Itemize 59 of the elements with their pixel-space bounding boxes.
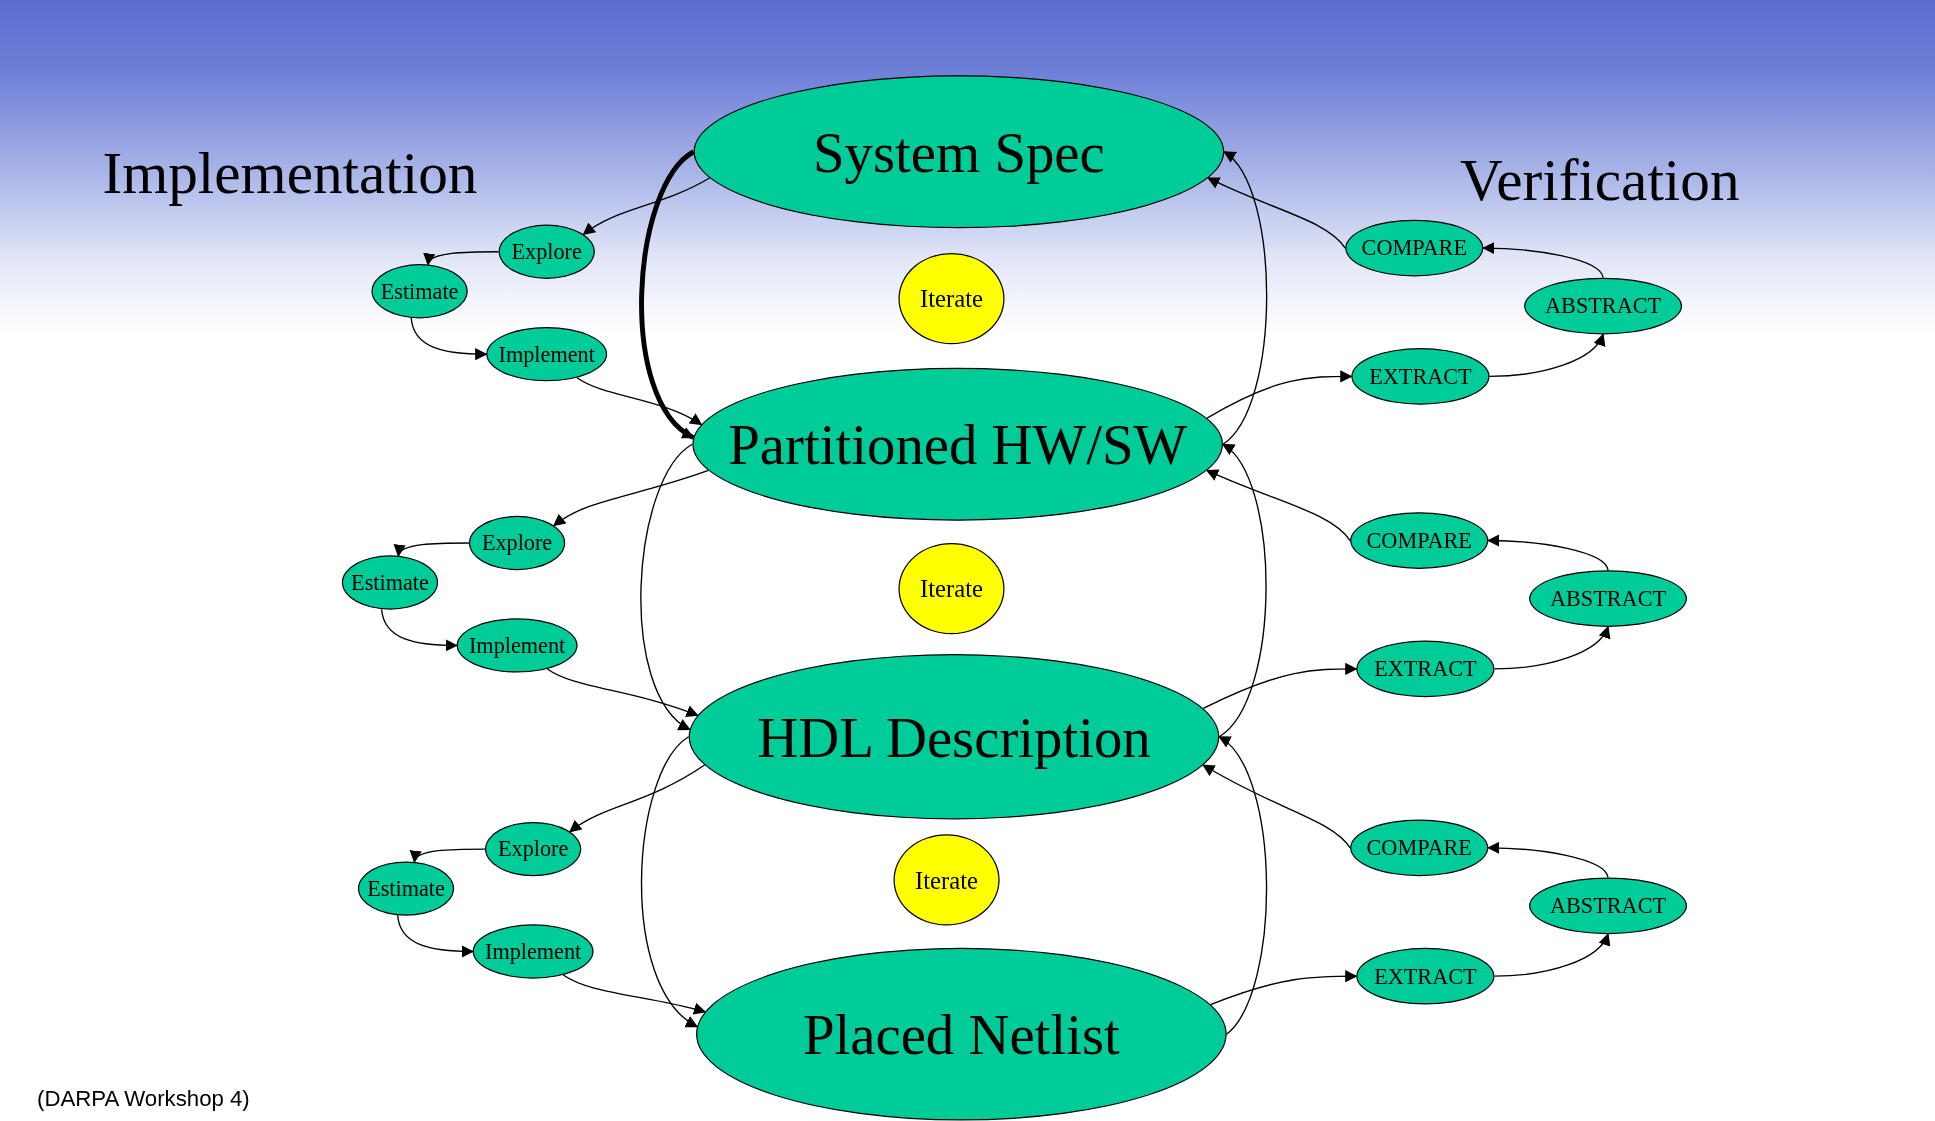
- node-label: ABSTRACT: [1545, 293, 1662, 319]
- node-label: EXTRACT: [1374, 963, 1477, 990]
- node-label: Iterate: [915, 865, 979, 895]
- node-label: Implement: [485, 938, 582, 965]
- node-label: Iterate: [919, 574, 983, 603]
- node-label: Explore: [481, 530, 553, 556]
- step-ellipse: [498, 224, 595, 279]
- node-label: System Spec: [813, 119, 1105, 185]
- node-label: Estimate: [367, 875, 445, 902]
- arrow: [1207, 177, 1346, 249]
- arrow: [1488, 333, 1604, 378]
- arrow: [1206, 370, 1353, 419]
- node-label: COMPARE: [1366, 834, 1472, 861]
- arrow: [1482, 242, 1604, 279]
- arrow: [1210, 970, 1358, 1006]
- node-label: Explore: [511, 238, 582, 265]
- arrow: [1202, 662, 1358, 710]
- node-label: EXTRACT: [1374, 655, 1477, 682]
- node-label: Estimate: [351, 569, 429, 596]
- arrow: [639, 149, 696, 440]
- node-label: Placed Netlist: [802, 1001, 1120, 1067]
- arrow: [640, 736, 699, 1028]
- arrow: [576, 377, 703, 426]
- arrow: [1218, 735, 1268, 1035]
- section-heading: Implementation: [102, 138, 478, 207]
- arrow: [1218, 443, 1267, 738]
- arrow: [410, 317, 488, 361]
- footer-note: (DARPA Workshop 4): [37, 1086, 250, 1112]
- arrow: [396, 542, 470, 557]
- arrow: [1222, 150, 1268, 445]
- arrow: [1493, 933, 1609, 977]
- arrow: [1487, 534, 1609, 571]
- arrow: [569, 764, 706, 833]
- arrow: [582, 177, 711, 236]
- arrow: [546, 668, 699, 718]
- arrow: [562, 974, 707, 1015]
- node-label: EXTRACT: [1369, 363, 1472, 390]
- arrow: [380, 608, 458, 652]
- node-label: HDL Description: [757, 704, 1151, 770]
- node-label: Implement: [468, 632, 566, 659]
- section-heading: Verification: [1459, 145, 1740, 214]
- node-label: Explore: [497, 836, 569, 862]
- arrow: [1202, 764, 1351, 849]
- arrow: [426, 251, 500, 266]
- arrow: [552, 469, 709, 527]
- arrow: [1493, 625, 1609, 670]
- node-label: Iterate: [919, 284, 983, 313]
- arrow: [1487, 841, 1609, 879]
- node-label: ABSTRACT: [1550, 892, 1667, 919]
- node-label: Partitioned HW/SW: [728, 411, 1188, 477]
- node-label: Estimate: [380, 278, 459, 305]
- node-label: COMPARE: [1361, 235, 1467, 261]
- arrow: [412, 848, 486, 863]
- node-label: COMPARE: [1366, 527, 1472, 554]
- node-label: ABSTRACT: [1550, 585, 1667, 612]
- arrow: [397, 914, 474, 958]
- arrow: [640, 443, 693, 731]
- arrow: [1205, 469, 1351, 542]
- node-label: Implement: [498, 341, 595, 368]
